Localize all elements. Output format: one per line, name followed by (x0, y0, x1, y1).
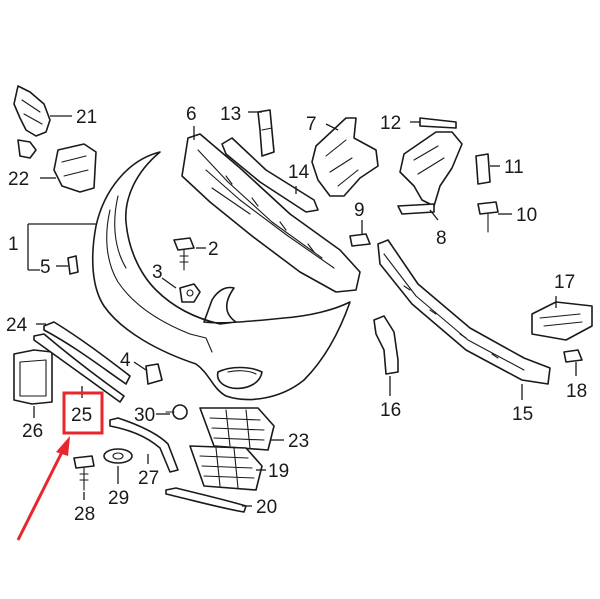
callout-2: 2 (208, 239, 219, 260)
part-6-energy-absorber[interactable] (181, 133, 361, 293)
callout-24: 24 (6, 315, 28, 336)
callout-14: 14 (288, 162, 310, 183)
part-9-clip[interactable] (349, 233, 371, 247)
part-5-clip[interactable] (67, 255, 79, 275)
callout-30: 30 (134, 405, 155, 426)
callout-9: 9 (354, 200, 365, 221)
part-17-bracket[interactable] (531, 301, 593, 341)
callout-13: 13 (220, 104, 241, 125)
part-10-bolt[interactable] (477, 201, 499, 233)
callout-19: 19 (268, 461, 289, 482)
callout-27: 27 (138, 468, 159, 489)
callout-28: 28 (74, 504, 95, 525)
part-8-side-bracket[interactable] (397, 131, 463, 215)
part-14-strip[interactable] (221, 137, 319, 213)
part-2-bolt[interactable] (173, 237, 195, 271)
part-26-license-bracket[interactable] (13, 349, 53, 405)
callout-26: 26 (22, 421, 43, 442)
callout-11: 11 (504, 157, 524, 178)
callout-7: 7 (306, 114, 317, 135)
red-arrow-pointer (16, 436, 70, 541)
callout-29: 29 (108, 488, 129, 509)
part-22-bracket[interactable] (53, 143, 97, 193)
part-30-fastener[interactable] (165, 404, 188, 420)
part-12-strip[interactable] (419, 117, 457, 129)
part-7-mount-bracket[interactable] (311, 117, 379, 197)
callout-18: 18 (566, 381, 587, 402)
callout-5: 5 (40, 257, 51, 278)
callout-6: 6 (186, 104, 197, 125)
part-13-bracket[interactable] (257, 109, 275, 157)
highlight-box-25 (62, 391, 104, 435)
part-16-mount[interactable] (373, 315, 399, 375)
callout-16: 16 (380, 400, 401, 421)
part-4-fastener[interactable] (145, 363, 163, 385)
part-21-air-guide[interactable] (13, 85, 51, 159)
callout-22: 22 (8, 169, 29, 190)
part-27-molding[interactable] (109, 417, 179, 473)
part-19-lower-grille[interactable] (189, 445, 263, 491)
callout-21: 21 (76, 107, 97, 128)
callout-20: 20 (256, 497, 277, 518)
callout-8: 8 (436, 228, 447, 249)
callout-12: 12 (380, 113, 401, 134)
part-29-washer[interactable] (103, 448, 133, 464)
part-20-lower-trim[interactable] (165, 487, 247, 513)
callout-15: 15 (512, 404, 533, 425)
callout-3: 3 (152, 262, 163, 283)
part-28-screw[interactable] (73, 455, 95, 491)
callout-17: 17 (554, 272, 575, 293)
part-1-bumper-cover[interactable] (91, 151, 351, 401)
callout-4: 4 (120, 350, 131, 371)
callout-25: 25 (71, 405, 92, 426)
part-11-bracket[interactable] (475, 153, 491, 185)
callout-1: 1 (8, 234, 19, 255)
callout-labels: 21 22 1 5 2 3 6 13 14 7 12 9 8 11 10 17 … (6, 104, 587, 525)
callout-23: 23 (288, 431, 309, 452)
callout-10: 10 (516, 205, 537, 226)
part-3-nut[interactable] (179, 283, 201, 303)
part-24-molding[interactable] (43, 321, 131, 385)
part-25-trim-strip[interactable] (33, 333, 125, 403)
part-15-reinforcement-beam[interactable] (377, 239, 551, 385)
part-18-clip[interactable] (563, 349, 583, 363)
part-23-grille[interactable] (199, 407, 275, 451)
